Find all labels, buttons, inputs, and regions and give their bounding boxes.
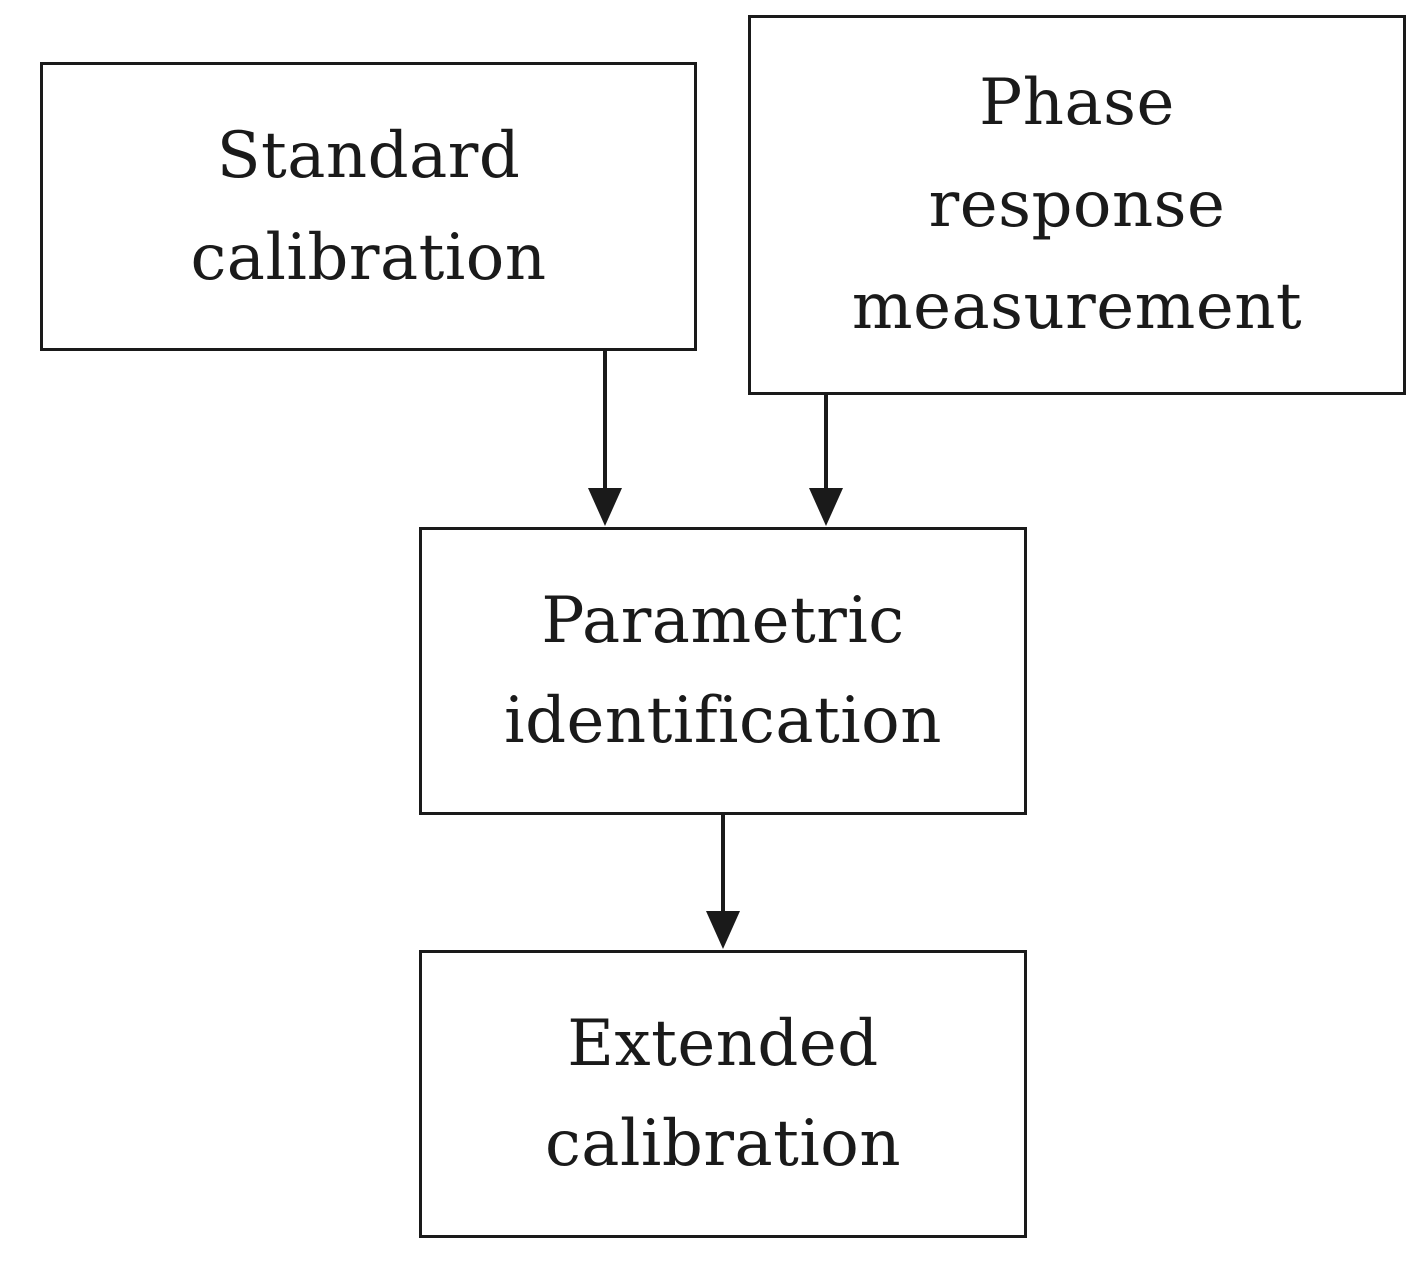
- edge-standard-to-parametric: [588, 351, 622, 526]
- node-label-line: response: [928, 168, 1226, 242]
- node-extended-calibration: Extended calibration: [419, 950, 1027, 1238]
- node-label-line: calibration: [190, 220, 547, 295]
- edge-parametric-to-extended: [706, 815, 740, 949]
- node-phase-response-measurement: Phase response measurement: [748, 15, 1406, 395]
- edge-phase-to-parametric: [809, 395, 843, 526]
- node-label-line: identification: [504, 684, 942, 758]
- node-standard-calibration: Standard calibration: [40, 62, 697, 351]
- node-label-line: measurement: [851, 270, 1303, 344]
- arrowhead-icon: [588, 488, 622, 526]
- node-label-line: Phase: [979, 66, 1175, 140]
- node-parametric-identification: Parametric identification: [419, 527, 1027, 815]
- node-label-line: Standard: [216, 118, 521, 193]
- arrowhead-icon: [706, 911, 740, 949]
- node-label-line: Parametric: [541, 584, 905, 658]
- arrowhead-icon: [809, 488, 843, 526]
- node-label-line: calibration: [544, 1107, 902, 1181]
- node-label-line: Extended: [567, 1007, 879, 1081]
